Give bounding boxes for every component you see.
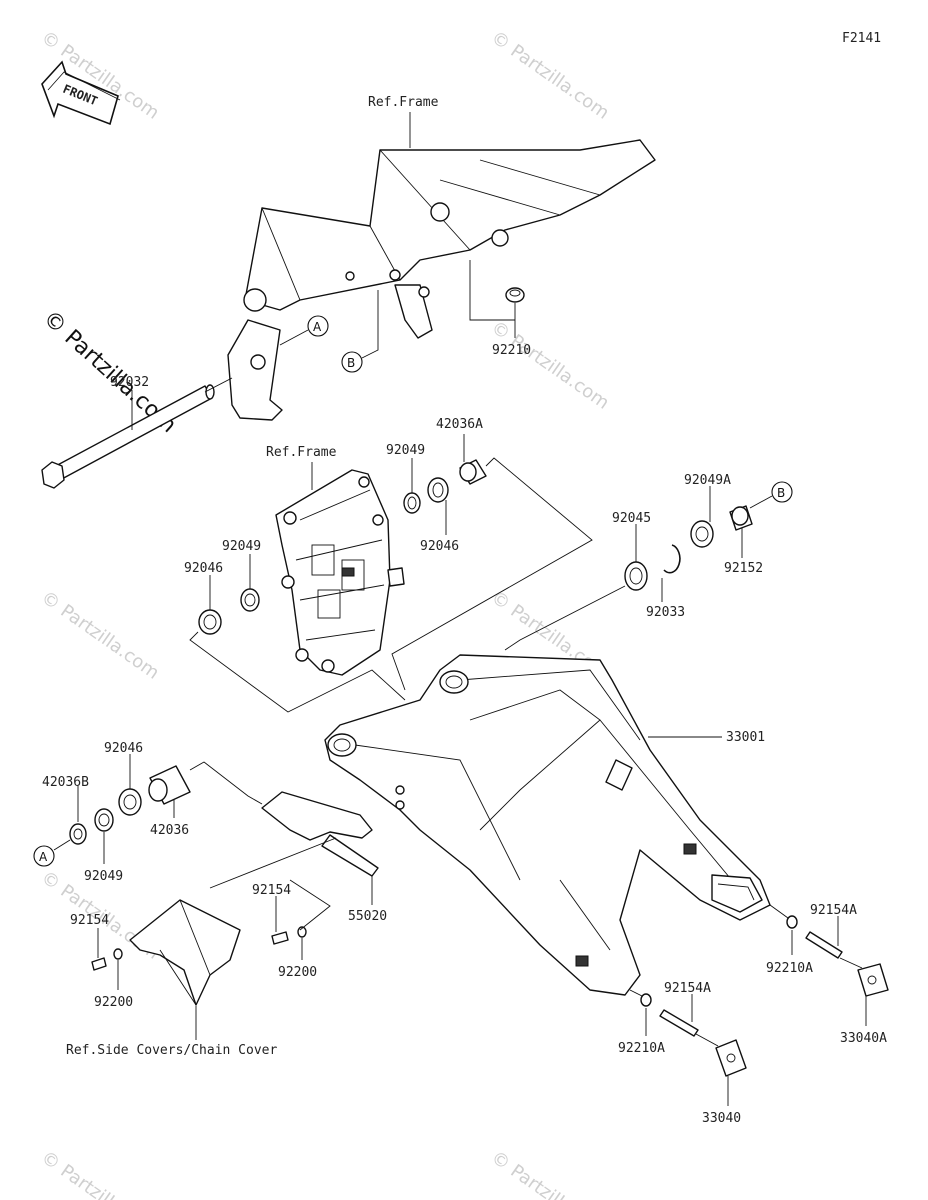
label-92200-left: 92200 (94, 995, 133, 1010)
part-92033-circlip: 92033 (646, 544, 685, 620)
part-55020-chain-guide: 55020 (261, 785, 405, 924)
label-92045: 92045 (612, 511, 651, 526)
label-92049A: 92049A (684, 473, 731, 488)
part-42036B: 42036B (42, 775, 89, 845)
diagram-code: F2141 (842, 31, 881, 46)
watermark: © Partzilla.com (487, 317, 613, 414)
part-92049-top: 92049 (386, 443, 425, 514)
svg-text:A: A (313, 320, 322, 334)
svg-text:B: B (347, 356, 355, 370)
label-92033: 92033 (646, 605, 685, 620)
label-92154A-mid: 92154A (664, 981, 711, 996)
part-92152: 92152 (724, 505, 763, 576)
label-92154-left: 92154 (70, 913, 109, 928)
callout-b-right: B (749, 481, 793, 509)
svg-text:A: A (39, 850, 48, 864)
label-92046-top: 92046 (420, 539, 459, 554)
part-92154A-right: 92154A (805, 903, 857, 959)
part-42036: 42036 (148, 765, 191, 838)
part-33001-swing-arm: 33001 (324, 654, 771, 996)
label-92200-mid: 92200 (278, 965, 317, 980)
part-42036A: 42036A (436, 417, 487, 485)
svg-text:B: B (777, 486, 785, 500)
label-33001: 33001 (726, 730, 765, 745)
watermark: © Partzilla.com (487, 1147, 613, 1200)
label-92032: 92032 (110, 375, 149, 390)
label-92152: 92152 (724, 561, 763, 576)
frame-pivot-plate (275, 469, 405, 676)
ref-side-covers-chain-cover: Ref.Side Covers/Chain Cover (66, 1043, 277, 1058)
label-42036: 42036 (150, 823, 189, 838)
label-33040A: 33040A (840, 1031, 887, 1046)
chain-cover: Ref.Side Covers/Chain Cover (66, 837, 337, 1058)
label-92210: 92210 (492, 343, 531, 358)
watermark: © Partzilla.com (487, 27, 613, 124)
part-33040A: 33040A (840, 963, 889, 1046)
callout-a-low: A (33, 839, 71, 867)
ref-frame-mid: Ref.Frame (266, 445, 337, 460)
part-92049A: 92049A (684, 473, 731, 548)
label-92046-left: 92046 (184, 561, 223, 576)
label-42036B: 42036B (42, 775, 89, 790)
label-92154A-right: 92154A (810, 903, 857, 918)
part-92154-left-bolt: 92154 (70, 913, 109, 971)
part-92210A-mid: 92210A (618, 989, 665, 1056)
watermark: © Partzilla.com (37, 1147, 163, 1200)
part-92049-low: 92049 (84, 808, 123, 884)
part-92045: 92045 (612, 511, 651, 591)
part-92046-low: 92046 (104, 741, 143, 816)
part-92200-left-washer: 92200 (94, 948, 133, 1010)
label-55020: 55020 (348, 909, 387, 924)
part-92046-left: 92046 (184, 561, 223, 635)
front-arrow-icon: FRONT (41, 60, 121, 126)
label-92049-left: 92049 (222, 539, 261, 554)
ref-frame-top: Ref.Frame (368, 95, 439, 110)
part-92046-top: 92046 (420, 477, 459, 554)
part-33040: 33040 (702, 1039, 747, 1126)
part-92210A-right: 92210A (766, 904, 813, 976)
label-92049-low: 92049 (84, 869, 123, 884)
label-92210A-mid: 92210A (618, 1041, 665, 1056)
label-92210A-right: 92210A (766, 961, 813, 976)
watermark: © Partzilla.com (37, 587, 163, 684)
part-92154-mid-bolt: 92154 (252, 883, 291, 945)
part-92049-left: 92049 (222, 539, 261, 612)
part-92210: 92210 (469, 260, 531, 358)
label-92049-top: 92049 (386, 443, 425, 458)
label-42036A: 42036A (436, 417, 483, 432)
callout-a-top: A (279, 315, 329, 346)
label-92154-mid: 92154 (252, 883, 291, 898)
label-92046-low: 92046 (104, 741, 143, 756)
frame-upper (227, 139, 656, 421)
callout-b-top: B (341, 290, 379, 373)
part-92032-pivot-shaft: 92032 (41, 375, 233, 489)
label-33040: 33040 (702, 1111, 741, 1126)
part-92154A-mid: 92154A (659, 981, 711, 1037)
